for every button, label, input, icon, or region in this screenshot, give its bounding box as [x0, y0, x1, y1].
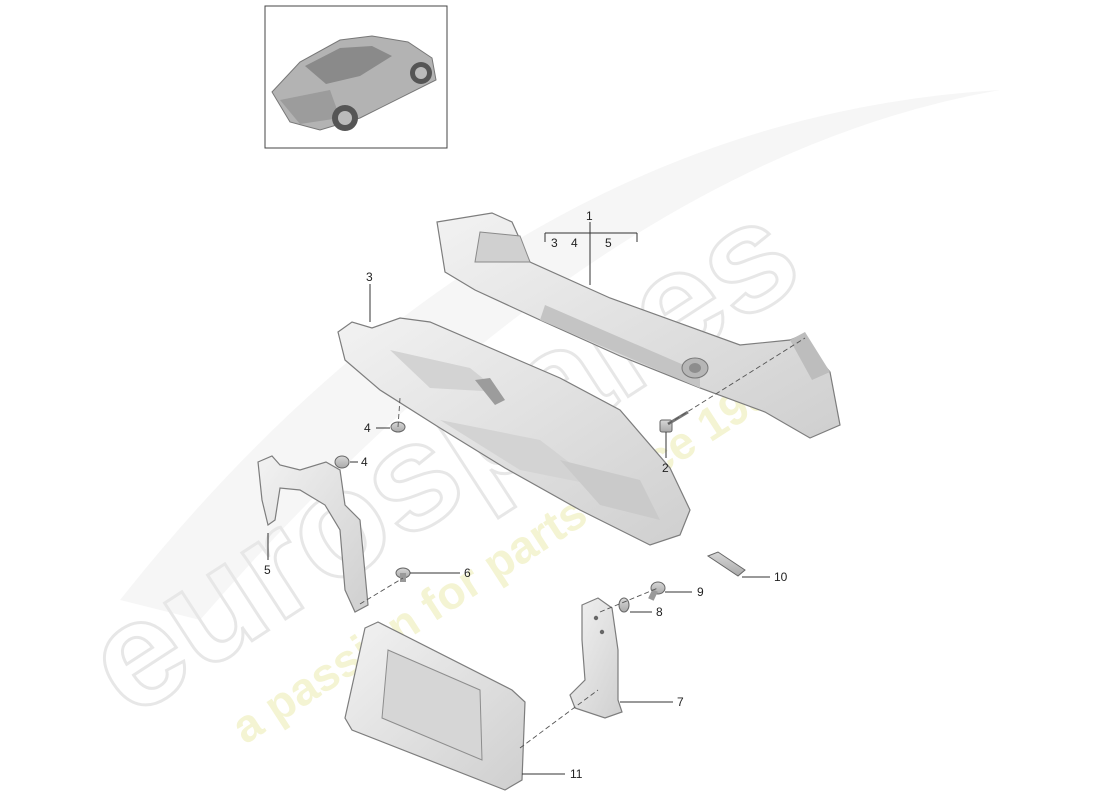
vehicle-thumbnail [264, 5, 448, 149]
part-7-bracket [569, 597, 623, 719]
callout-9: 9 [697, 585, 704, 599]
part-3-absorber [337, 317, 691, 546]
callout-10: 10 [774, 570, 788, 584]
callout-3: 3 [366, 270, 373, 284]
part-9-screw [648, 581, 666, 601]
callout-4-upper: 4 [364, 421, 371, 435]
callout-2: 2 [662, 461, 669, 475]
car-icon [271, 35, 437, 131]
part-11-panel [344, 621, 526, 791]
callout-4-lower: 4 [361, 455, 368, 469]
leader-lines [267, 222, 770, 775]
callout-1-sub-5: 5 [605, 236, 612, 250]
part-5-bracket [257, 455, 369, 613]
callout-8: 8 [656, 605, 663, 619]
part-8-washer [618, 597, 630, 613]
watermark-swoosh [120, 90, 1000, 620]
callout-1-sub-3: 3 [551, 236, 558, 250]
callout-6: 6 [464, 566, 471, 580]
part-10-clip [706, 551, 746, 577]
callout-1: 1 [586, 209, 593, 223]
callout-1-sub-4: 4 [571, 236, 578, 250]
assembly-lines [359, 337, 806, 749]
part-4-clip-lower [334, 455, 350, 469]
callout-11: 11 [570, 767, 583, 781]
callouts: 1 3 4 5 2 3 4 4 5 6 7 8 9 10 11 [264, 209, 788, 781]
callout-5: 5 [264, 563, 271, 577]
part-1-bumper-beam [436, 212, 841, 439]
callout-7: 7 [677, 695, 684, 709]
